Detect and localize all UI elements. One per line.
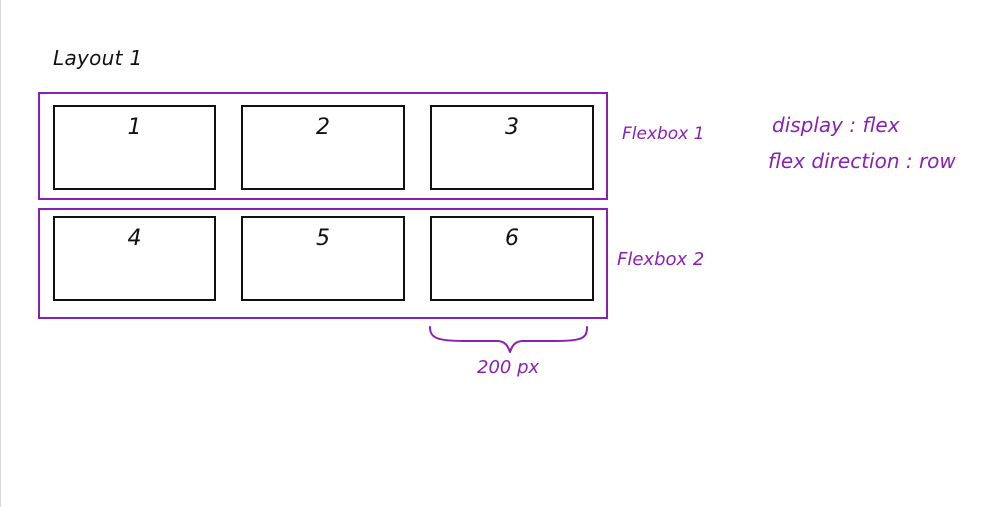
width-brace-icon xyxy=(429,326,588,353)
flex-item-label: 5 xyxy=(316,226,330,251)
diagram-title: Layout 1 xyxy=(53,46,143,70)
flex-item-label: 2 xyxy=(316,115,330,140)
flex-item-4: 4 xyxy=(53,216,216,301)
flex-item-5: 5 xyxy=(241,216,405,301)
display-flex-note: display : flex xyxy=(772,113,900,137)
canvas-left-edge xyxy=(0,0,1,507)
flexbox-2-label: Flexbox 2 xyxy=(617,249,705,270)
flexbox-1-container xyxy=(38,92,608,200)
flexbox-2-container xyxy=(38,208,608,319)
flex-item-label: 3 xyxy=(505,115,519,140)
width-dimension-label: 200 px xyxy=(477,357,540,378)
flex-item-2: 2 xyxy=(241,105,405,190)
flex-item-1: 1 xyxy=(53,105,216,190)
flex-direction-note: flex direction : row xyxy=(768,149,956,173)
flex-item-3: 3 xyxy=(430,105,594,190)
flex-item-label: 1 xyxy=(127,115,142,140)
flex-item-label: 6 xyxy=(505,226,519,251)
flexbox-1-label: Flexbox 1 xyxy=(622,124,705,144)
flex-item-label: 4 xyxy=(127,226,142,251)
flex-item-6: 6 xyxy=(430,216,594,301)
